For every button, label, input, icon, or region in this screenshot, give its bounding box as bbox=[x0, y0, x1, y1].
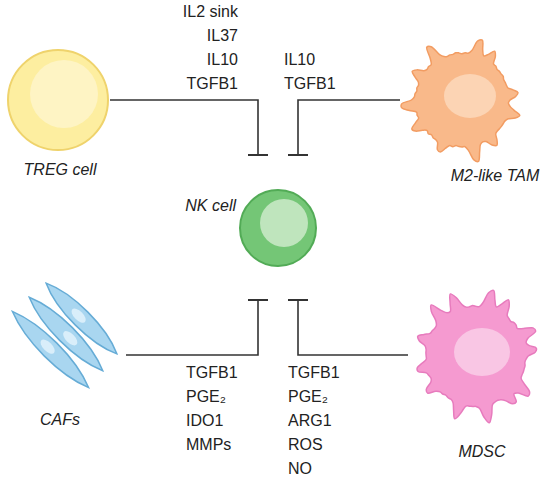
cell-membrane bbox=[401, 40, 520, 162]
treg-cell: TREG cell bbox=[6, 48, 110, 152]
inhibition-connector bbox=[126, 300, 258, 355]
factor-label: IL37 bbox=[207, 26, 238, 46]
cell-nucleus bbox=[61, 329, 80, 348]
inhibition-connector bbox=[298, 300, 408, 355]
cell-shape bbox=[400, 38, 524, 162]
cell-body bbox=[417, 290, 536, 423]
cell-nucleus bbox=[444, 74, 496, 118]
factor-label: PGE₂ bbox=[288, 387, 328, 407]
nk-cell: NK cell bbox=[240, 155, 316, 300]
cell-body bbox=[401, 40, 520, 162]
cell-label: NK cell bbox=[185, 196, 236, 216]
cell-shape bbox=[6, 272, 126, 396]
cell-membrane bbox=[417, 290, 536, 423]
fibroblast-cell bbox=[40, 277, 123, 360]
m2-tam-cell: M2-like TAM bbox=[400, 38, 524, 162]
factor-label: ARG1 bbox=[288, 411, 332, 431]
factor-label: PGE₂ bbox=[186, 387, 226, 407]
caf-cells: CAFs bbox=[6, 272, 126, 396]
cell-label: M2-like TAM bbox=[451, 166, 540, 186]
cell-label: TREG cell bbox=[24, 160, 97, 180]
cell-shape bbox=[408, 288, 544, 424]
inhibition-connector bbox=[110, 100, 258, 155]
cell-nucleus bbox=[38, 337, 57, 356]
cell-nucleus bbox=[69, 306, 88, 325]
factor-label: ROS bbox=[288, 435, 323, 455]
cell-nucleus bbox=[30, 60, 98, 128]
cell-label: CAFs bbox=[40, 410, 80, 430]
cell-shape bbox=[240, 155, 316, 300]
cell-body bbox=[8, 50, 108, 150]
fibroblast-membrane bbox=[40, 277, 123, 360]
mdsc-cell: MDSC bbox=[408, 288, 544, 424]
factor-label: IL10 bbox=[284, 50, 315, 70]
factor-label: MMPs bbox=[186, 435, 231, 455]
cell-shape bbox=[6, 48, 110, 152]
cell-membrane bbox=[8, 50, 108, 150]
connector-group bbox=[110, 100, 408, 355]
factor-label: TGFB1 bbox=[186, 74, 238, 94]
factor-label: IL2 sink bbox=[183, 2, 238, 22]
cell-membrane bbox=[240, 190, 316, 266]
factor-label: TGFB1 bbox=[186, 363, 238, 383]
cell-nucleus bbox=[260, 199, 308, 247]
inhibition-connector bbox=[298, 100, 400, 155]
cell-body bbox=[240, 190, 316, 266]
factor-label: TGFB1 bbox=[284, 74, 336, 94]
cell-nucleus bbox=[454, 328, 510, 376]
factor-label: IL10 bbox=[207, 50, 238, 70]
cell-label: MDSC bbox=[458, 442, 505, 462]
factor-label: NO bbox=[288, 459, 312, 479]
factor-label: TGFB1 bbox=[288, 363, 340, 383]
factor-label: IDO1 bbox=[186, 411, 223, 431]
